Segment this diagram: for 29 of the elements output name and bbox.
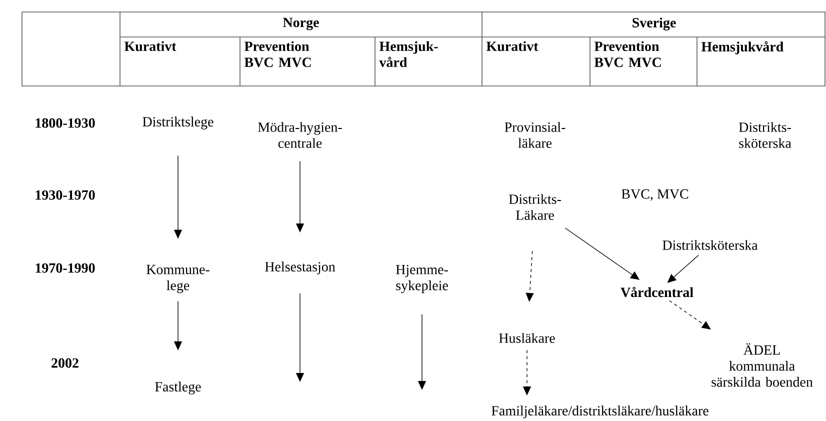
- row-heading: 1800-1930: [36, 118, 95, 128]
- column-heading: Kurativt: [486, 41, 538, 52]
- node-text: BVC, MVC: [622, 189, 688, 201]
- node-text: Distriktsköterska: [662, 240, 758, 250]
- node-text: Vårdcentral: [620, 286, 694, 298]
- node-text: Distriktslege: [142, 116, 214, 130]
- node-text: Provinsial-läkare: [504, 122, 566, 148]
- column-heading: Norge: [283, 18, 319, 30]
- row-heading: 2002: [52, 358, 78, 368]
- node-text: Hjemme-sykepleie: [396, 264, 448, 294]
- row-heading: 1930-1970: [36, 190, 95, 200]
- node-text: Distrikts-sköterska: [738, 122, 792, 148]
- column-heading: Kurativt: [124, 41, 176, 52]
- arrow: [667, 254, 699, 283]
- arrow: [669, 300, 711, 330]
- column-heading: Sverige: [632, 18, 676, 30]
- node-text: Fastlege: [155, 382, 201, 394]
- column-heading: Hemsjukvård: [701, 41, 784, 54]
- column-heading: Prevention BVC MVC: [244, 41, 311, 68]
- node-text: ÄDEL kommunala särskilda boenden: [712, 343, 813, 387]
- row-heading: 1970-1990: [36, 263, 95, 273]
- node-text: Helsestasjon: [265, 262, 336, 274]
- node-text: Kommune-lege: [146, 264, 210, 294]
- node-text: Mödra-hygien-centrale: [258, 122, 342, 148]
- node-text: Husläkare: [499, 333, 555, 343]
- node-text: Distrikts-Läkare: [508, 194, 561, 220]
- node-text: Familjeläkare/distriktsläkare/husläkare: [492, 406, 708, 418]
- column-heading: Hemsjuk-vård: [379, 41, 438, 68]
- column-heading: Prevention BVC MVC: [594, 41, 661, 68]
